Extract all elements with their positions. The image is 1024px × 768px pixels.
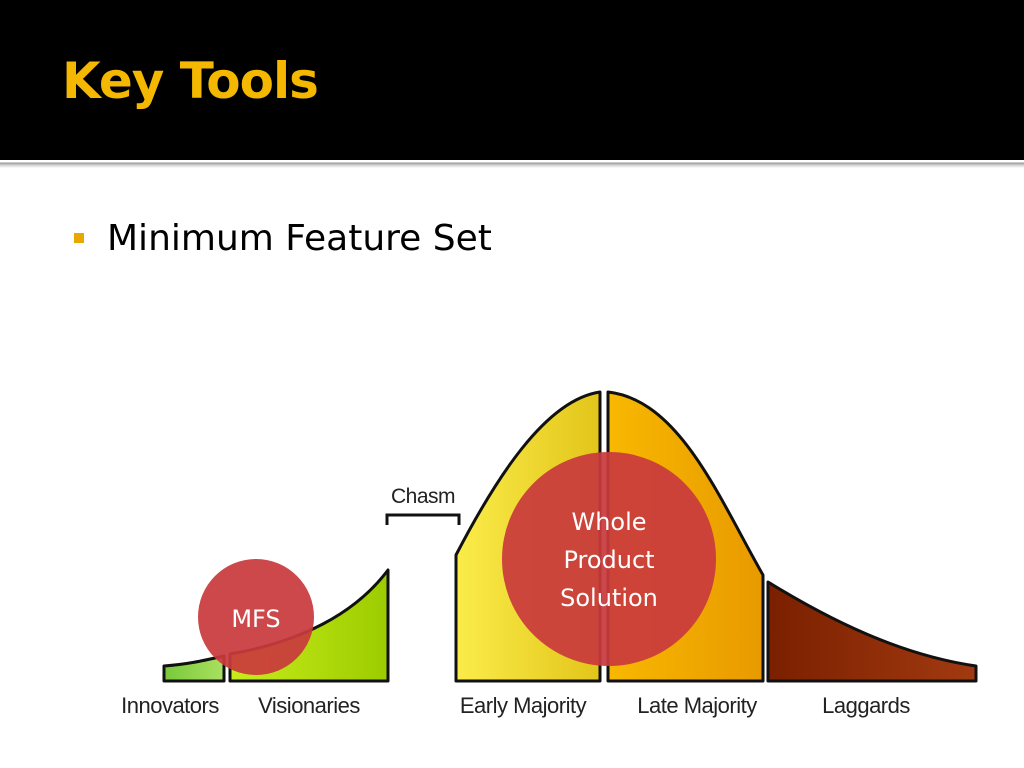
title-bar (0, 0, 1024, 160)
label-late-majority: Late Majority (637, 693, 757, 718)
bullet-square-icon (74, 233, 84, 243)
laggards-segment (766, 580, 978, 683)
chasm-label: Chasm (391, 485, 455, 508)
whole-product-line-2: Product (563, 546, 654, 574)
mfs-circle (198, 559, 314, 675)
bullet-text: Minimum Feature Set (107, 217, 492, 259)
whole-product-line-1: Whole (571, 508, 646, 536)
label-laggards: Laggards (822, 693, 910, 718)
whole-product-line-3: Solution (560, 584, 658, 612)
whole-product-circle (502, 452, 716, 666)
bullet-item: Minimum Feature Set (74, 214, 492, 262)
innovators-segment (162, 654, 226, 683)
slide-title: Key Tools (62, 52, 319, 110)
title-divider (0, 160, 1024, 168)
label-early-majority: Early Majority (460, 693, 587, 718)
chasm-bracket (385, 513, 461, 525)
label-innovators: Innovators (121, 693, 219, 718)
label-visionaries: Visionaries (258, 693, 360, 718)
mfs-label: MFS (231, 605, 280, 633)
